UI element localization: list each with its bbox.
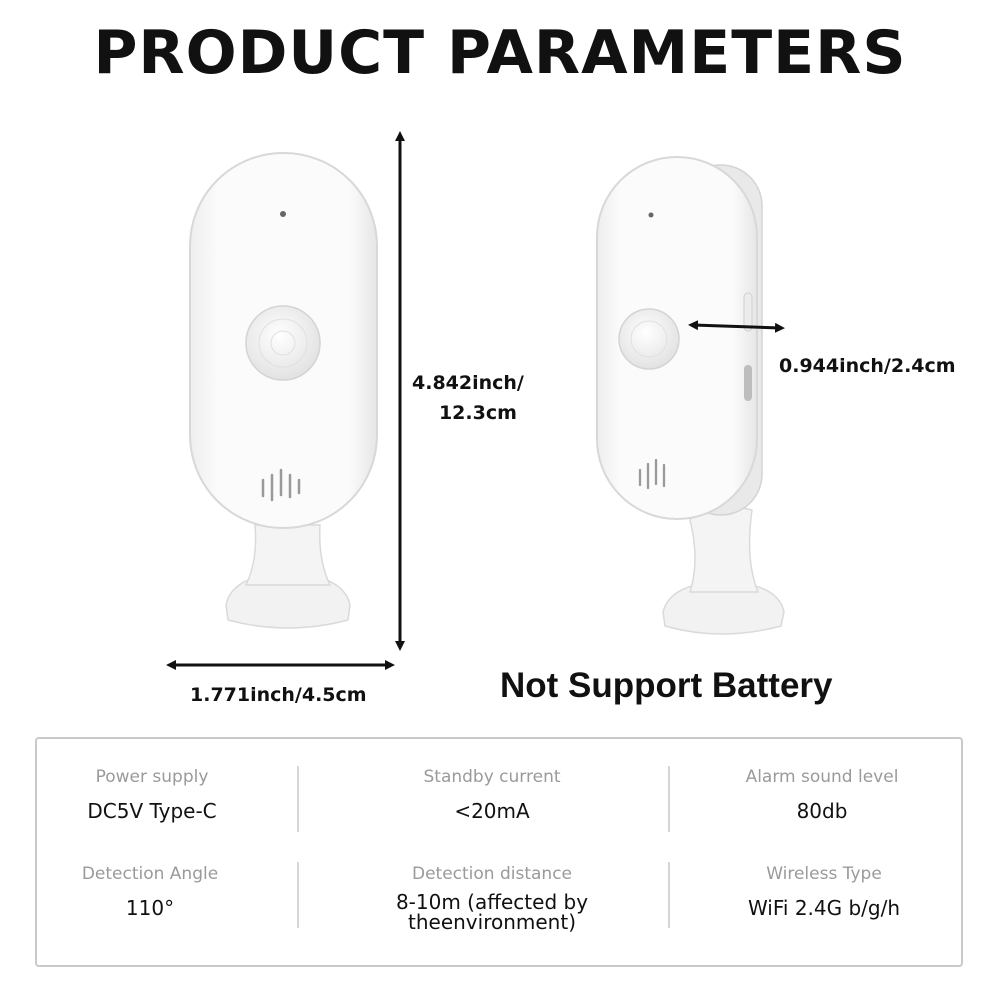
side-device-stand-neck — [688, 504, 760, 593]
spec-label: Detection distance — [411, 864, 573, 884]
spec-label: Detection Angle — [81, 864, 219, 884]
side-device-usb-port — [744, 365, 752, 401]
spec-power-supply: Power supply DC5V Type-C — [2, 767, 302, 821]
column-divider — [668, 862, 670, 928]
spec-standby-current: Standby current <20mA — [342, 767, 642, 821]
front-device-stand-neck — [244, 524, 332, 586]
spec-value: WiFi 2.4G b/g/h — [747, 896, 901, 920]
column-divider — [297, 766, 299, 832]
spec-table: Power supply DC5V Type-C Standby current… — [35, 737, 963, 967]
spec-alarm-sound-level: Alarm sound level 80db — [672, 767, 972, 821]
front-device-pir-lens — [245, 305, 321, 381]
side-device-stand-base — [662, 584, 785, 635]
front-device — [189, 152, 378, 629]
side-device-led — [648, 212, 654, 218]
depth-label: 0.944inch/2.4cm — [779, 355, 956, 377]
width-label: 1.771inch/4.5cm — [190, 684, 367, 706]
battery-note: Not Support Battery — [500, 666, 833, 705]
spec-detection-distance: Detection distance 8-10m (affected by th… — [342, 864, 642, 932]
spec-label: Wireless Type — [766, 864, 882, 884]
spec-label: Alarm sound level — [745, 767, 899, 787]
spec-value: 110° — [125, 896, 175, 920]
spec-value: <20mA — [454, 799, 530, 823]
spec-wireless-type: Wireless Type WiFi 2.4G b/g/h — [674, 864, 974, 918]
side-device-speaker-grille — [638, 458, 666, 490]
column-divider — [297, 862, 299, 928]
spec-detection-angle: Detection Angle 110° — [0, 864, 300, 918]
front-device-stand-base — [225, 576, 351, 629]
front-device-led — [280, 211, 286, 217]
spec-value: 8-10m (affected by theenvironment) — [395, 890, 589, 934]
spec-value: DC5V Type-C — [87, 799, 217, 823]
front-device-speaker-grille — [261, 468, 301, 502]
column-divider — [668, 766, 670, 832]
height-label: 4.842inch/ 12.3cm — [412, 372, 524, 424]
spec-label: Power supply — [95, 767, 209, 787]
side-device — [596, 156, 785, 635]
side-device-pir-lens — [618, 308, 680, 370]
page-title: PRODUCT PARAMETERS — [93, 18, 907, 88]
spec-value: 80db — [796, 799, 848, 823]
depth-dimension-arrow — [688, 320, 785, 333]
spec-label: Standby current — [423, 767, 561, 787]
